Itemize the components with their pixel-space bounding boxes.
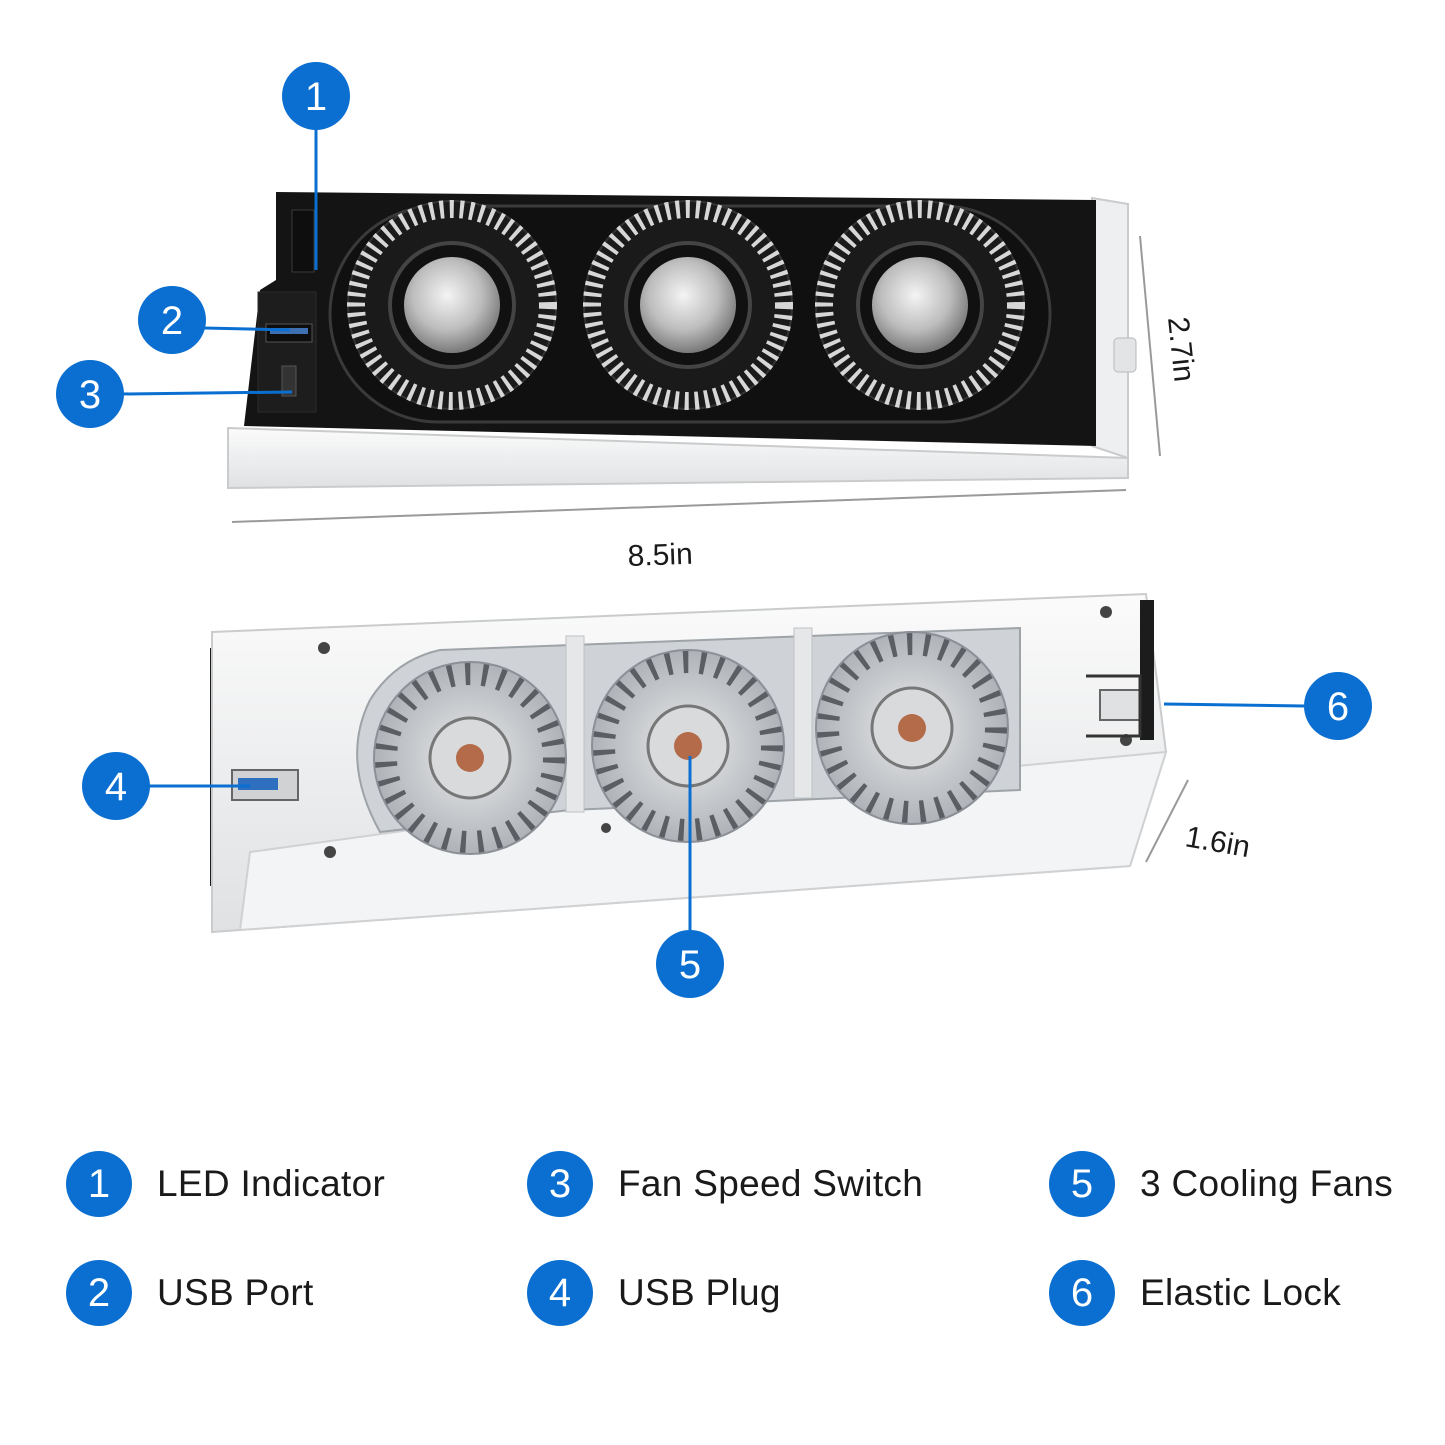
legend-item-2: 2 USB Port [66, 1260, 314, 1326]
top-fan-2 [583, 200, 793, 410]
bottom-fan-2 [591, 649, 785, 843]
callout-number: 4 [105, 765, 127, 809]
bottom-fan-1 [373, 661, 567, 855]
callout-badge-4: 4 [82, 752, 150, 820]
top-fan-1 [347, 200, 557, 410]
legend-number-badge: 5 [1049, 1151, 1115, 1217]
legend-number-badge: 4 [527, 1260, 593, 1326]
callout-leaders [121, 124, 1305, 932]
legend-label: LED Indicator [157, 1163, 386, 1204]
legend-number-badge: 2 [66, 1260, 132, 1326]
switch-slot [281, 365, 297, 397]
top-device-white-edge [1091, 196, 1129, 460]
bottom-device-view [210, 592, 1168, 934]
width-dimension-label: 8.5in [627, 538, 693, 573]
callout-number: 3 [79, 373, 101, 417]
top-device-clip [1113, 337, 1137, 373]
legend-item-4: 4 USB Plug [527, 1260, 781, 1326]
led-indicator-slot [291, 209, 315, 273]
legend-label: USB Port [157, 1272, 314, 1313]
legend-number-badge: 1 [66, 1151, 132, 1217]
legend-number-badge: 3 [527, 1151, 593, 1217]
depth-dimension-label: 1.6in [1183, 820, 1253, 864]
legend-item-1: 1 LED Indicator [66, 1151, 385, 1217]
callout-badge-1: 1 [282, 62, 350, 130]
height-dimension-label: 2.7in [1161, 315, 1201, 383]
legend-label: Elastic Lock [1140, 1272, 1342, 1313]
callout-number: 6 [1327, 685, 1349, 729]
top-device-white-base [227, 426, 1129, 490]
legend-label: Fan Speed Switch [618, 1163, 924, 1204]
dimension-depth: 1.6in [1145, 779, 1253, 864]
callout-badge-6: 6 [1304, 672, 1372, 740]
dimension-height: 2.7in [1139, 235, 1201, 457]
legend-item-3: 3 Fan Speed Switch [527, 1151, 923, 1217]
bottom-device-rear-strip [1140, 600, 1154, 740]
legend-number-badge: 6 [1049, 1260, 1115, 1326]
callout-number: 2 [161, 299, 183, 343]
elastic-lock [1086, 674, 1142, 738]
callout-number: 1 [305, 75, 327, 119]
top-fan-3 [815, 200, 1025, 410]
callout-badge-3: 3 [56, 360, 124, 428]
top-device-view [227, 192, 1137, 490]
dimension-width: 8.5in [231, 489, 1127, 573]
callout-badge-2: 2 [138, 286, 206, 354]
legend-label: USB Plug [618, 1272, 781, 1313]
legend-item-6: 6 Elastic Lock [1049, 1260, 1341, 1326]
legend-label: 3 Cooling Fans [1140, 1163, 1394, 1204]
legend-item-5: 5 3 Cooling Fans [1049, 1151, 1393, 1217]
callout-badge-5: 5 [656, 930, 724, 998]
bottom-fan-3 [815, 631, 1009, 825]
callout-number: 5 [679, 943, 701, 987]
